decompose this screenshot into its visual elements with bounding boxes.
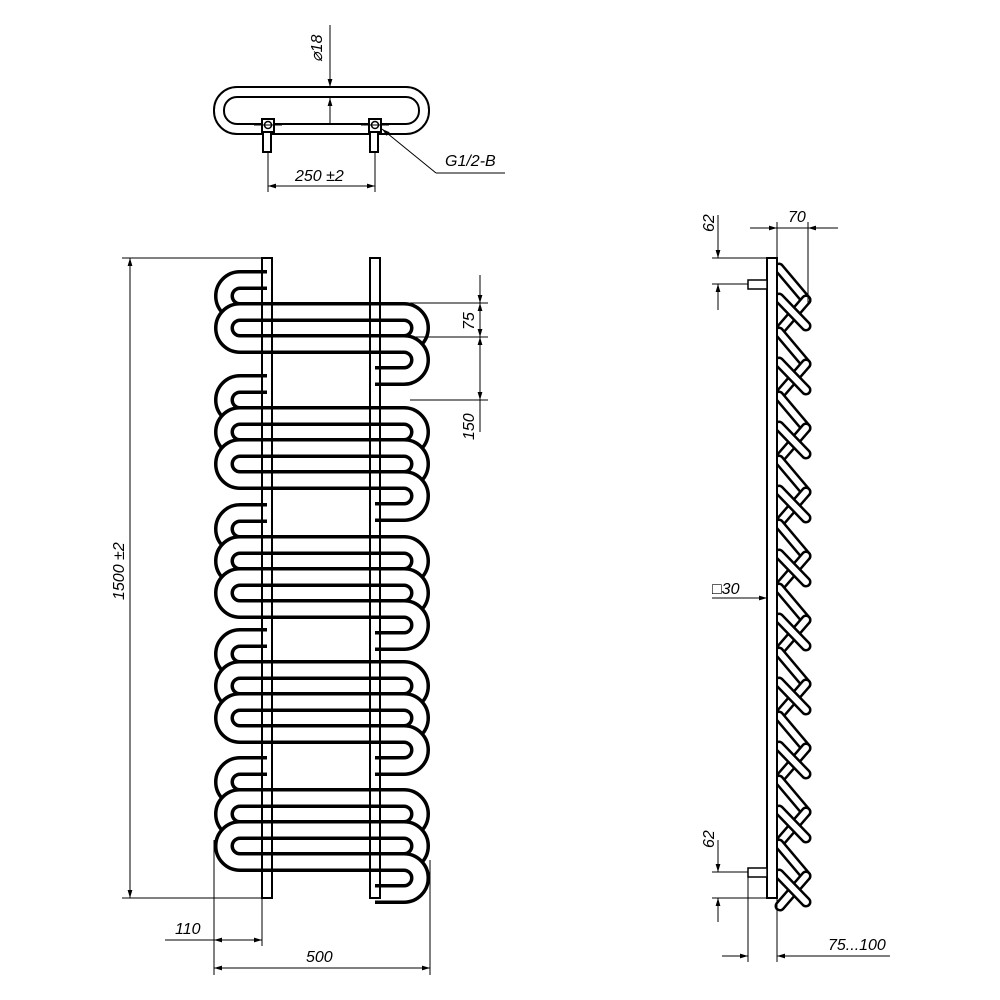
group-pitch-label: 150 [461, 413, 478, 440]
right-bend-loop [240, 855, 427, 901]
side-tube-segment [776, 457, 809, 495]
top-tube-outer [213, 86, 430, 135]
side-tube-segment [776, 487, 809, 521]
right-bend-loop [240, 602, 427, 648]
right-bend-loop [240, 727, 427, 773]
right-bend-loop [240, 473, 427, 519]
side-tube-segment [776, 743, 809, 777]
side-tube-segment [776, 713, 809, 751]
left-fitting [254, 118, 282, 153]
side-tube-segment [776, 329, 809, 367]
side-tube-segment [776, 841, 809, 879]
right-bend-loop [240, 337, 427, 383]
side-tube-segment [776, 777, 809, 815]
depth-label: 70 [788, 209, 806, 226]
side-tube-segment [776, 359, 809, 393]
side-view: 62 70 □30 62 75...100 [701, 209, 890, 962]
side-tube-segment [776, 679, 809, 713]
bottom-offset-label: 62 [701, 830, 718, 848]
side-vertical-pipe [766, 257, 778, 899]
profile-label: □30 [712, 581, 740, 598]
tube-loops [214, 270, 430, 904]
side-tube-segment [776, 393, 809, 431]
top-view: ⌀18 G1/2-B 250 ±2 [213, 25, 505, 192]
connection-spacing-label: 250 ±2 [294, 168, 344, 185]
side-tube-segment [776, 295, 809, 329]
side-tube-segment [776, 521, 809, 559]
tube-diameter-label: ⌀18 [309, 34, 326, 62]
top-tube-inner [215, 88, 428, 133]
side-tube-segment [776, 423, 809, 457]
front-view: 1500 ±2 75 150 110 500 [111, 257, 488, 975]
side-tube-segment [776, 615, 809, 649]
right-vertical-pipe [369, 257, 381, 899]
top-offset-label: 62 [701, 214, 718, 232]
side-tube-segment [776, 649, 809, 687]
connection-label: G1/2-B [445, 153, 496, 170]
tube-pitch-label: 75 [461, 312, 478, 330]
width-label: 500 [306, 949, 333, 966]
pipe-offset-label: 110 [175, 921, 201, 938]
side-tube-segment [776, 551, 809, 585]
side-tube-segment [776, 585, 809, 623]
left-vertical-pipe [261, 257, 273, 899]
right-fitting [361, 118, 389, 153]
side-tube-zigzag [773, 262, 812, 912]
side-tube-segment [776, 265, 809, 303]
height-label: 1500 ±2 [111, 542, 128, 600]
wall-distance-label: 75...100 [828, 937, 886, 954]
bottom-wall-pin [747, 867, 768, 878]
top-wall-pin [747, 279, 768, 290]
side-tube-segment [776, 871, 809, 905]
side-tube-segment [776, 807, 809, 841]
